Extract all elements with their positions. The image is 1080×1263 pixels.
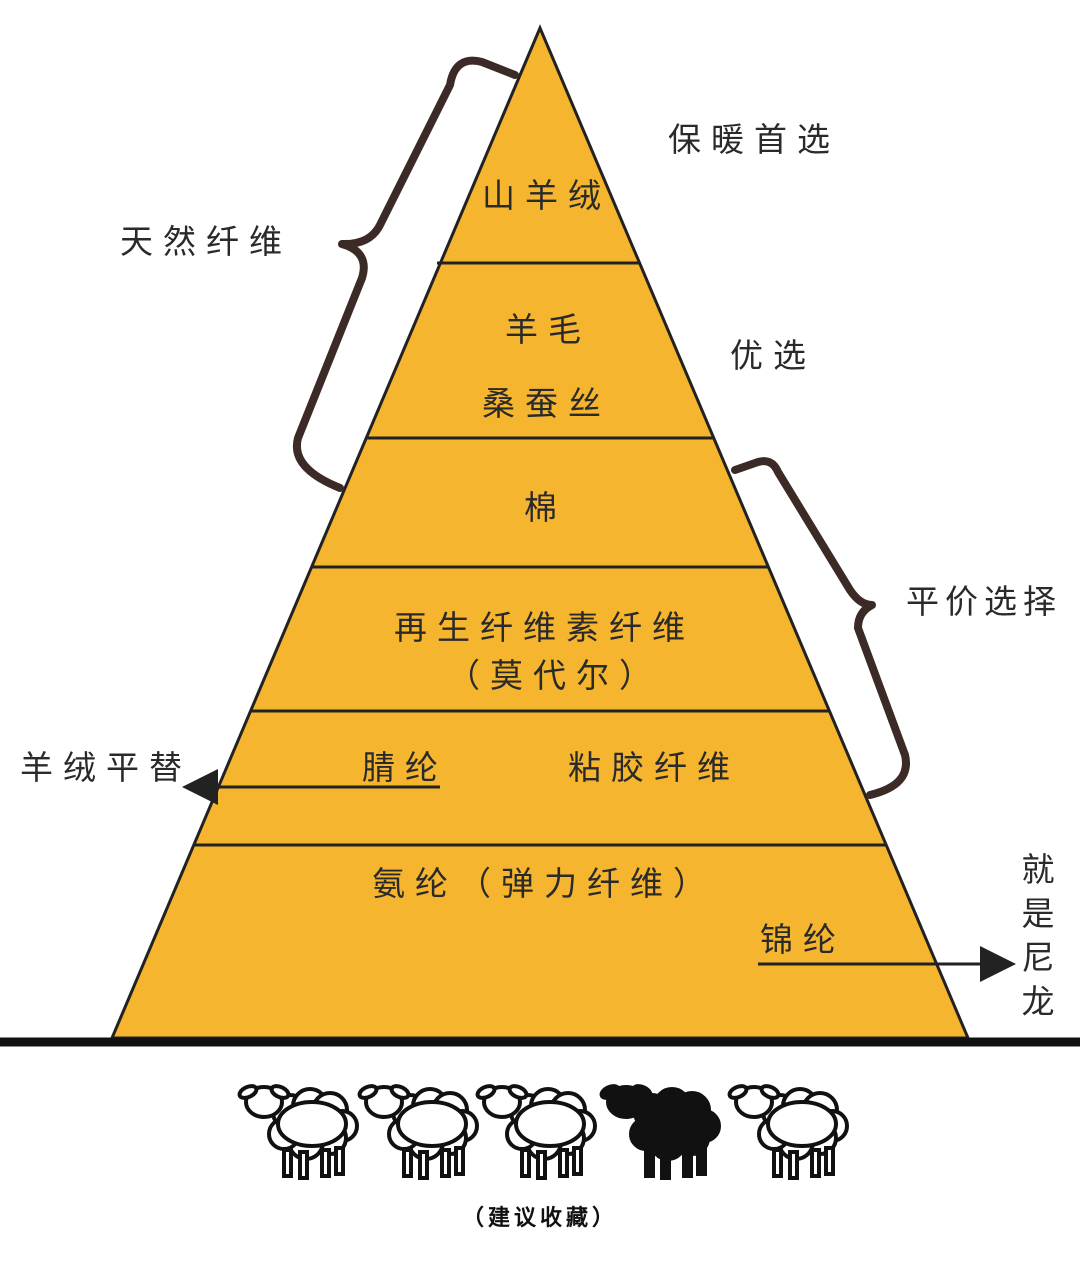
- tier-5-label-viscose: 粘胶纤维: [568, 748, 740, 788]
- nylon-note-char: 是: [1018, 892, 1058, 936]
- affordable-annotation: 平价选择: [906, 582, 1062, 622]
- tier-6-label-nylon: 锦纶: [760, 920, 846, 960]
- warm-top-annotation: 保暖首选: [668, 120, 840, 160]
- tier-5-label-acrylic: 腈纶: [362, 748, 448, 788]
- nylon-note-char: 尼: [1018, 936, 1058, 980]
- natural-fiber-annotation: 天然纤维: [120, 222, 292, 262]
- white-sheep-icon: [238, 1084, 357, 1178]
- tier-3-label: 棉: [524, 488, 567, 528]
- sheep-row: [238, 1084, 847, 1178]
- footer-note: （建议收藏）: [0, 1200, 1080, 1232]
- cashmere-alt-annotation: 羊绒平替: [20, 748, 192, 788]
- white-sheep-icon: [728, 1084, 847, 1178]
- tier-2-label-wool: 羊毛: [505, 310, 591, 350]
- white-sheep-icon: [358, 1084, 477, 1178]
- white-sheep-icon: [476, 1084, 595, 1178]
- tier-4-sublabel: （莫代尔）: [447, 656, 662, 696]
- black-sheep-icon: [600, 1084, 719, 1178]
- tier-1-label: 山羊绒: [482, 176, 611, 216]
- tier-4-label: 再生纤维素纤维: [394, 608, 695, 648]
- preferred-annotation: 优选: [730, 336, 816, 376]
- nylon-note-char: 就: [1018, 848, 1058, 892]
- tier-2-label-silk: 桑蚕丝: [482, 384, 611, 424]
- tier-6-label-spandex: 氨纶（弹力纤维）: [372, 864, 716, 904]
- nylon-note-char: 龙: [1018, 980, 1058, 1024]
